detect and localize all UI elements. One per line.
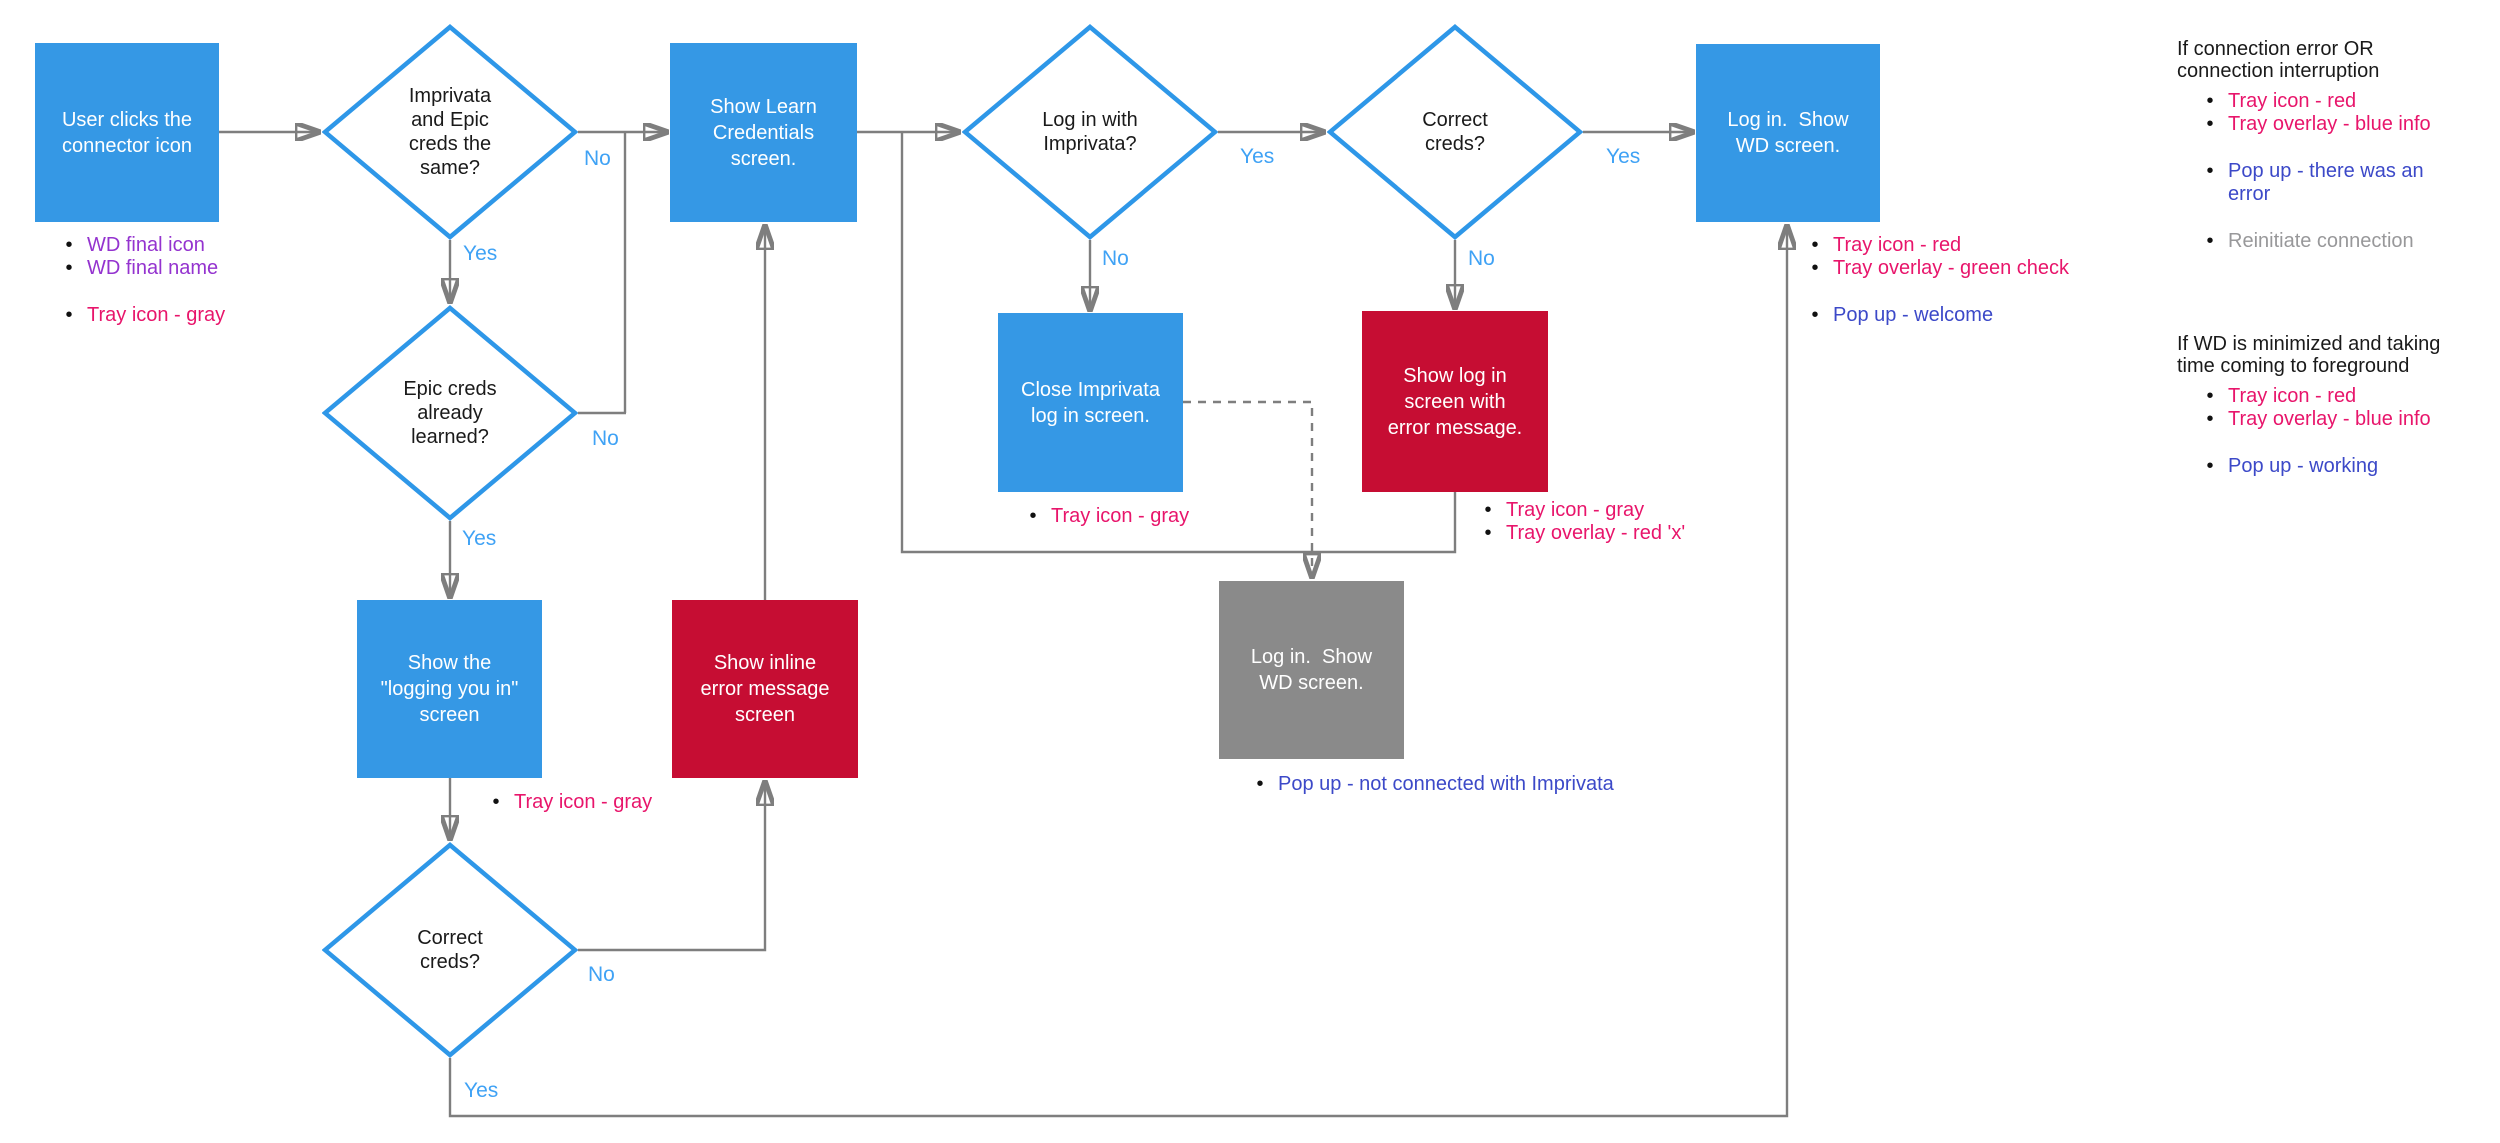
decision-label: Log in with Imprivata?: [1042, 109, 1138, 155]
decision-login-with-imprivata: Log in with Imprivata?: [962, 24, 1218, 240]
edge-label-d5-yes: Yes: [1606, 145, 1641, 168]
edge-label-d2-yes: Yes: [462, 527, 497, 550]
note-connection-error: If connection error OR connection interr…: [2177, 38, 2487, 253]
bullet-text: Tray overlay - green check: [1833, 257, 2070, 279]
annotations-user-clicks: • WD final icon • WD final name • Tray i…: [61, 234, 225, 327]
bullet-text: Pop up - welcome: [1833, 304, 1994, 326]
note-wd-minimized: If WD is minimized and taking time comin…: [2177, 333, 2487, 478]
bullet-text: Pop up - not connected with Imprivata: [1278, 773, 1614, 795]
bullet-text: Tray icon - red: [1833, 234, 1962, 256]
bullet-dot: •: [1484, 522, 1492, 544]
annotations-login-show-wd: • Tray icon - red • Tray overlay - green…: [1807, 234, 2069, 327]
bullet-text: Tray icon - gray: [87, 304, 226, 326]
list-item: • Tray overlay - blue info: [2202, 408, 2487, 431]
bullet-text: Reinitiate connection: [2228, 230, 2414, 252]
decision-label: Correct creds?: [1422, 109, 1488, 155]
bullet-text: Tray overlay - blue info: [2228, 113, 2431, 135]
node-show-logging-you-in: Show the "logging you in" screen: [357, 600, 542, 778]
edge-label-d3-no: No: [588, 963, 615, 986]
decision-label: Correct creds?: [417, 927, 483, 973]
bullet-dot: •: [2206, 160, 2214, 182]
edge-label-d3-yes: Yes: [464, 1079, 499, 1102]
decision-correct-creds-bottom: Correct creds?: [322, 842, 578, 1058]
list-item: • Tray icon - gray: [61, 304, 225, 327]
bullet-text: Tray icon - red: [2228, 90, 2357, 112]
bullet-dot: •: [1484, 499, 1492, 521]
list-item: • Tray icon - gray: [488, 791, 652, 814]
bullet-dot: •: [65, 257, 73, 279]
list-item: • Reinitiate connection: [2202, 230, 2487, 253]
decision-correct-creds-top: Correct creds?: [1327, 24, 1583, 240]
list-item: • Pop up - not connected with Imprivata: [1252, 773, 1614, 796]
bullet-text: Pop up - working: [2228, 455, 2379, 477]
annotations-logging-you-in: • Tray icon - gray: [488, 791, 652, 814]
list-item: • Pop up - welcome: [1807, 304, 2069, 327]
bullet-dot: •: [2206, 455, 2214, 477]
bullet-dot: •: [2206, 385, 2214, 407]
list-item: • WD final icon: [61, 234, 225, 257]
bullet-dot: •: [492, 791, 500, 813]
annotations-gray-wd: • Pop up - not connected with Imprivata: [1252, 773, 1614, 796]
bullet-dot: •: [65, 234, 73, 256]
edge-label-d1-no: No: [584, 147, 611, 170]
list-item: • Pop up - there was an error: [2202, 160, 2487, 206]
list-item: • Tray overlay - red 'x': [1480, 522, 1685, 545]
list-item: • Tray icon - gray: [1480, 499, 1685, 522]
bullet-text: Tray icon - gray: [1051, 505, 1190, 527]
list-item: • Tray overlay - green check: [1807, 257, 2069, 280]
bullet-dot: •: [2206, 230, 2214, 252]
bullet-text: Tray icon - gray: [1506, 499, 1645, 521]
bullet-dot: •: [1811, 304, 1819, 326]
edge-label-d4-no: No: [1102, 247, 1129, 270]
bullet-dot: •: [1811, 234, 1819, 256]
bullet-dot: •: [65, 304, 73, 326]
list-item: • Tray icon - red: [2202, 385, 2487, 408]
node-user-clicks: User clicks the connector icon: [35, 43, 219, 222]
bullet-dot: •: [2206, 113, 2214, 135]
list-item: • Tray icon - red: [2202, 90, 2487, 113]
bullet-text: Pop up - there was an error: [2228, 160, 2424, 205]
bullet-dot: •: [1811, 257, 1819, 279]
decision-label: Imprivata and Epic creds the same?: [408, 85, 492, 179]
edge-label-d2-no: No: [592, 427, 619, 450]
node-show-inline-error: Show inline error message screen: [672, 600, 858, 778]
bullet-dot: •: [1256, 773, 1264, 795]
edge-label-d1-yes: Yes: [463, 242, 498, 265]
bullet-text: WD final name: [87, 257, 219, 279]
bullet-dot: •: [2206, 90, 2214, 112]
list-item: • Tray overlay - blue info: [2202, 113, 2487, 136]
annotations-close-imprivata: • Tray icon - gray: [1025, 505, 1189, 528]
note-title: If connection error OR connection interr…: [2177, 38, 2380, 82]
node-show-learn-credentials: Show Learn Credentials screen.: [670, 43, 857, 222]
node-close-imprivata: Close Imprivata log in screen.: [998, 313, 1183, 492]
bullet-text: Tray overlay - blue info: [2228, 408, 2431, 430]
bullet-text: WD final icon: [87, 234, 205, 256]
note-title: If WD is minimized and taking time comin…: [2177, 333, 2441, 377]
bullet-dot: •: [1029, 505, 1037, 527]
edge-label-d4-yes: Yes: [1240, 145, 1275, 168]
list-item: • Pop up - working: [2202, 455, 2487, 478]
list-item: • WD final name: [61, 257, 225, 280]
node-show-login-error: Show log in screen with error message.: [1362, 311, 1548, 492]
list-item: • Tray icon - red: [1807, 234, 2069, 257]
decision-epic-creds-learned: Epic creds already learned?: [322, 305, 578, 521]
bullet-text: Tray icon - red: [2228, 385, 2357, 407]
node-login-show-wd: Log in. Show WD screen.: [1696, 44, 1880, 222]
edge-label-d5-no: No: [1468, 247, 1495, 270]
bullet-text: Tray overlay - red 'x': [1506, 522, 1686, 544]
bullet-dot: •: [2206, 408, 2214, 430]
decision-imprivata-epic-creds-same: Imprivata and Epic creds the same?: [322, 24, 578, 240]
annotations-login-error: • Tray icon - gray • Tray overlay - red …: [1480, 499, 1685, 545]
node-login-show-wd-gray: Log in. Show WD screen.: [1219, 581, 1404, 759]
decision-label: Epic creds already learned?: [403, 378, 497, 448]
list-item: • Tray icon - gray: [1025, 505, 1189, 528]
bullet-text: Tray icon - gray: [514, 791, 653, 813]
